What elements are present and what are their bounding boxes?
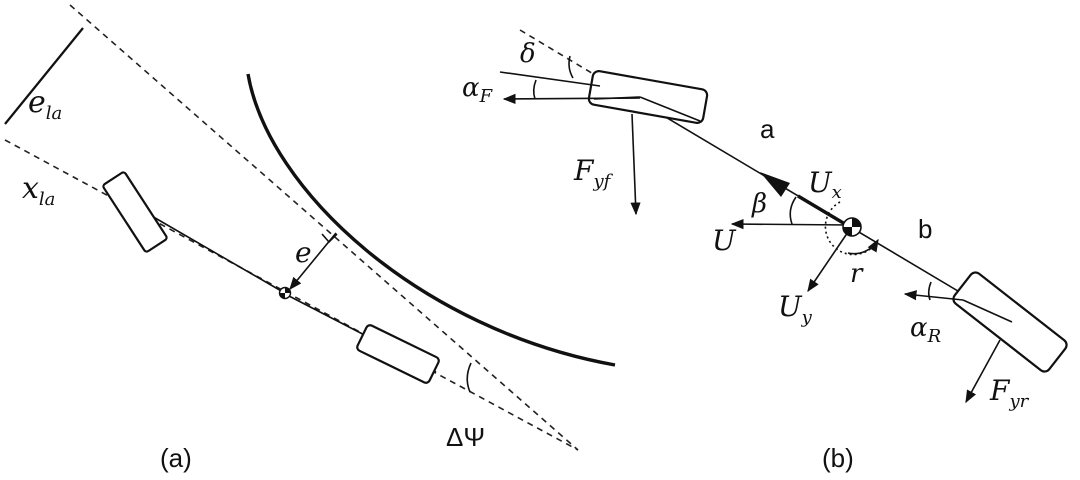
alpha-f-label: αF — [462, 73, 494, 107]
delta-angle-arc — [568, 55, 574, 79]
yaw-rate-r-arrow — [847, 238, 879, 255]
u-y-label: Uy — [778, 290, 813, 328]
f-yr-label: Fyr — [989, 374, 1030, 412]
panel-a: ela xla e ΔΨ (a) — [4, 4, 616, 473]
r-label: r — [850, 259, 864, 289]
e-la-label: ela — [28, 85, 62, 124]
rear-lateral-force-arrow — [965, 339, 1001, 404]
yaw-rate-dotted-arc — [824, 201, 879, 256]
center-of-gravity-b — [842, 217, 862, 237]
lookahead-error-line — [4, 27, 84, 125]
right-angle-marker — [321, 233, 338, 244]
velocity-u-arrow — [730, 218, 851, 230]
rear-wheel-a — [356, 324, 440, 384]
beta-angle-arc — [789, 196, 797, 225]
ux-velocity-arrow — [797, 194, 846, 226]
rear-velocity-arrow — [903, 290, 964, 301]
steering-angle-line — [499, 71, 601, 87]
alpha-r-arc — [927, 281, 932, 301]
rear-wheel-b — [952, 271, 1068, 373]
path-tangent-dashed-line — [69, 4, 579, 451]
beta-label: β — [751, 189, 767, 219]
delta-label: δ — [520, 39, 536, 69]
delta-psi-label: ΔΨ — [446, 422, 485, 452]
u-x-label: Ux — [808, 166, 842, 203]
vehicle-axis-dashed-line — [519, 29, 601, 79]
panel-b-caption: (b) — [822, 443, 854, 473]
front-wheel-a — [102, 171, 168, 253]
center-of-gravity-a — [278, 286, 292, 300]
vehicle-body-line-front — [149, 214, 284, 293]
heading-error-arc — [466, 362, 472, 393]
b-distance-label: b — [918, 214, 932, 244]
f-yf-label: Fyf — [573, 154, 614, 192]
rear-wheel-velocity-line — [962, 299, 1013, 323]
u-label: U — [712, 224, 737, 257]
road-path-curve — [246, 73, 616, 367]
panel-b: δ αF a Fyf Ux β U b r Uy αR Fyr (b) — [462, 29, 1068, 473]
alpha-f-arc — [532, 79, 537, 100]
lateral-velocity-uy-arrow — [807, 231, 849, 293]
vehicle-heading-dashed-line — [4, 139, 579, 451]
front-velocity-arrow — [502, 93, 641, 105]
alpha-r-label: αR — [910, 313, 941, 347]
front-wheel-b — [587, 70, 709, 124]
ux-arrowhead — [760, 172, 790, 197]
a-distance-label: a — [760, 114, 775, 144]
panel-a-caption: (a) — [160, 443, 192, 473]
front-lateral-force-arrow — [630, 113, 641, 216]
e-label: e — [295, 236, 312, 269]
front-wheel-axis-line — [639, 96, 701, 122]
x-la-label: xla — [22, 171, 55, 210]
